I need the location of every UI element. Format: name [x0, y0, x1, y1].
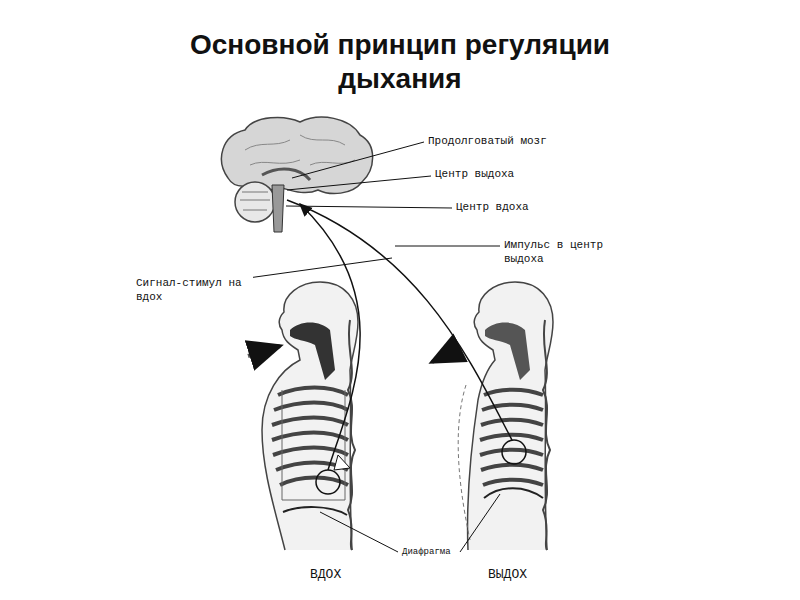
part-label: Центр выдоха [433, 167, 516, 181]
phase-label: ВДОХ [308, 568, 343, 582]
exhale-figure [458, 282, 553, 550]
diaphragm [484, 488, 543, 498]
part-label: Центр вдоха [454, 200, 531, 214]
brain [222, 117, 373, 193]
inhale-figure [262, 282, 358, 550]
signal-label: Импульс в центр выдоха [502, 238, 646, 266]
part-label: Продолговатый мозг [426, 134, 549, 148]
signal-label: Сигнал-стимул на вдох [134, 276, 253, 304]
title: Основной принцип регуляции дыхания [160, 28, 640, 96]
cerebellum [235, 182, 275, 222]
part-label: Диафрагма [400, 547, 453, 558]
medulla [272, 185, 284, 232]
phase-label: ВЫДОХ [486, 568, 529, 582]
diaphragm [283, 507, 347, 515]
